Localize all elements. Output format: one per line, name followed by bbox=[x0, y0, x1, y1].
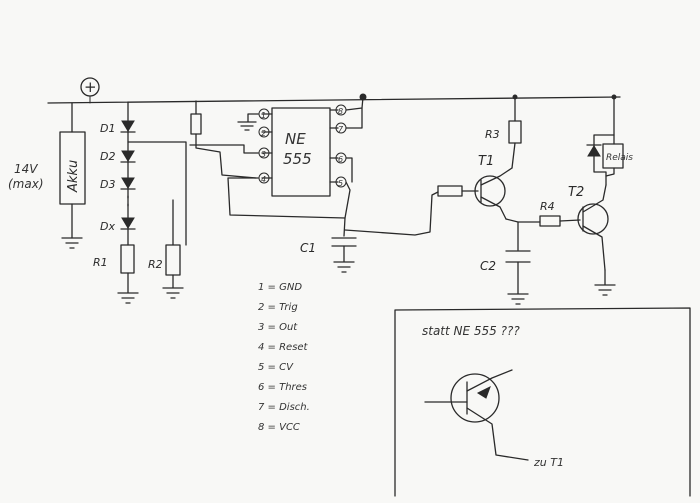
diode-d3-label: D3 bbox=[100, 178, 115, 191]
svg-text:1: 1 bbox=[261, 111, 266, 120]
relay-rail-junction bbox=[611, 94, 617, 100]
battery-label: Akku bbox=[66, 160, 81, 193]
ic-output-wire bbox=[227, 177, 346, 219]
diode-dx-label: Dx bbox=[100, 220, 115, 233]
pin-legend-3: 3 = Out bbox=[258, 322, 298, 333]
resistor-r2-ground bbox=[162, 274, 184, 299]
t1-emitter-node bbox=[505, 218, 541, 223]
ic-cv-wire bbox=[343, 181, 351, 237]
pin-legend-6: 6 = Thres bbox=[258, 382, 307, 393]
capacitor-c2-ground bbox=[507, 261, 529, 305]
transistor-t2-label: T2 bbox=[568, 185, 584, 200]
r3-rail-junction bbox=[512, 94, 518, 100]
svg-text:3: 3 bbox=[261, 150, 266, 159]
transistor-t1-collector bbox=[480, 167, 513, 186]
transistor-t2-ground bbox=[594, 269, 616, 296]
transistor-t2-collector bbox=[582, 184, 607, 213]
voltage-note-line2: (max) bbox=[8, 177, 44, 191]
flyback-diode bbox=[587, 145, 601, 157]
transistor-t2-emitter bbox=[582, 225, 606, 271]
ic-thres-wire bbox=[345, 157, 353, 183]
svg-text:8: 8 bbox=[338, 107, 343, 116]
supply-rail bbox=[47, 96, 621, 104]
relay-coil bbox=[602, 143, 624, 169]
pin-legend-7: 7 = Disch. bbox=[258, 402, 310, 413]
pin-legend-2: 2 = Trig bbox=[258, 302, 298, 313]
pin-legend-4: 4 = Reset bbox=[258, 342, 309, 353]
diode-d1-label: D1 bbox=[100, 122, 115, 135]
t1-base-wire bbox=[344, 191, 439, 236]
ic-pin-3: 3 bbox=[258, 147, 273, 159]
ic-pin-5: 5 bbox=[329, 176, 347, 188]
inset-transistor-lower bbox=[466, 407, 529, 461]
battery-ground bbox=[61, 237, 83, 249]
relay-coil-bottom bbox=[605, 167, 615, 177]
resistor-r3-body bbox=[508, 120, 522, 144]
resistor-r1-body bbox=[120, 244, 135, 274]
resistor-r1-label: R1 bbox=[93, 256, 108, 269]
inset-note: statt NE 555 ??? bbox=[422, 324, 520, 338]
diode-d2 bbox=[120, 150, 136, 163]
ic-reset-wire bbox=[345, 107, 363, 129]
inset-transistor-arrow bbox=[476, 385, 491, 399]
inset-to-label: zu T1 bbox=[533, 456, 564, 469]
transistor-t1-emitter bbox=[480, 196, 507, 220]
ic-pin-1: 1 bbox=[258, 108, 273, 120]
resistor-r3-bottom bbox=[511, 142, 516, 169]
diode-d3 bbox=[120, 177, 136, 190]
svg-text:2: 2 bbox=[261, 129, 266, 138]
resistor-r4-label: R4 bbox=[540, 200, 555, 213]
diode-d1 bbox=[120, 120, 136, 133]
capacitor-c1-label: C1 bbox=[300, 241, 316, 255]
pin-legend-5: 5 = CV bbox=[258, 362, 294, 373]
plus-terminal-symbol: + bbox=[84, 78, 97, 96]
transistor-t1-label: T1 bbox=[478, 154, 494, 169]
resistor-r2-label: R2 bbox=[148, 258, 163, 271]
resistor-r2-body bbox=[165, 244, 181, 276]
resistor-r1-ground bbox=[117, 272, 139, 304]
capacitor-c1-ground bbox=[333, 245, 355, 273]
pin-legend-8: 8 = VCC bbox=[258, 422, 300, 433]
pin-legend: 1 = GND 2 = Trig 3 = Out 4 = Reset 5 = C… bbox=[258, 282, 310, 433]
ic-pin-8: 8 bbox=[329, 104, 347, 116]
svg-text:5: 5 bbox=[338, 179, 343, 188]
transistor-t1-circle bbox=[474, 175, 506, 207]
capacitor-c1 bbox=[331, 237, 357, 247]
inset-border bbox=[394, 307, 691, 497]
ic-pin-6: 6 bbox=[329, 152, 347, 164]
ic-ne555-body bbox=[271, 107, 331, 197]
diode-d2-label: D2 bbox=[100, 150, 115, 163]
pin-legend-1: 1 = GND bbox=[258, 282, 302, 293]
ic-vcc-junction bbox=[359, 93, 367, 101]
transistor-t2-circle bbox=[577, 203, 609, 235]
ic-name-line2: 555 bbox=[283, 150, 312, 168]
inset-transistor-upper bbox=[466, 369, 513, 392]
ic-pin1-ground bbox=[237, 113, 259, 131]
sense-wire bbox=[127, 141, 187, 246]
svg-text:4: 4 bbox=[261, 175, 266, 184]
inset-transistor-circle bbox=[450, 373, 500, 423]
ic-trigger-wire bbox=[189, 144, 259, 154]
relay-label: Relais bbox=[606, 153, 633, 163]
resistor-r3-label: R3 bbox=[485, 128, 500, 141]
resistor-r4-lead bbox=[559, 219, 581, 222]
capacitor-c2 bbox=[505, 250, 531, 263]
ic-name-line1: NE bbox=[285, 130, 306, 148]
capacitor-c2-label: C2 bbox=[480, 259, 496, 273]
ic-pin-2: 2 bbox=[258, 126, 273, 138]
resistor-r4-body bbox=[539, 215, 561, 227]
ic-pin-7: 7 bbox=[329, 122, 347, 134]
pullup-lead-bottom bbox=[195, 133, 257, 179]
diode-dx bbox=[120, 217, 136, 230]
svg-text:6: 6 bbox=[338, 155, 343, 164]
ic-pin-4: 4 bbox=[258, 172, 273, 184]
pullup-resistor bbox=[190, 113, 202, 135]
voltage-note-line1: 14V bbox=[14, 162, 38, 176]
t1-base-resistor bbox=[437, 185, 463, 197]
svg-text:7: 7 bbox=[338, 125, 344, 134]
